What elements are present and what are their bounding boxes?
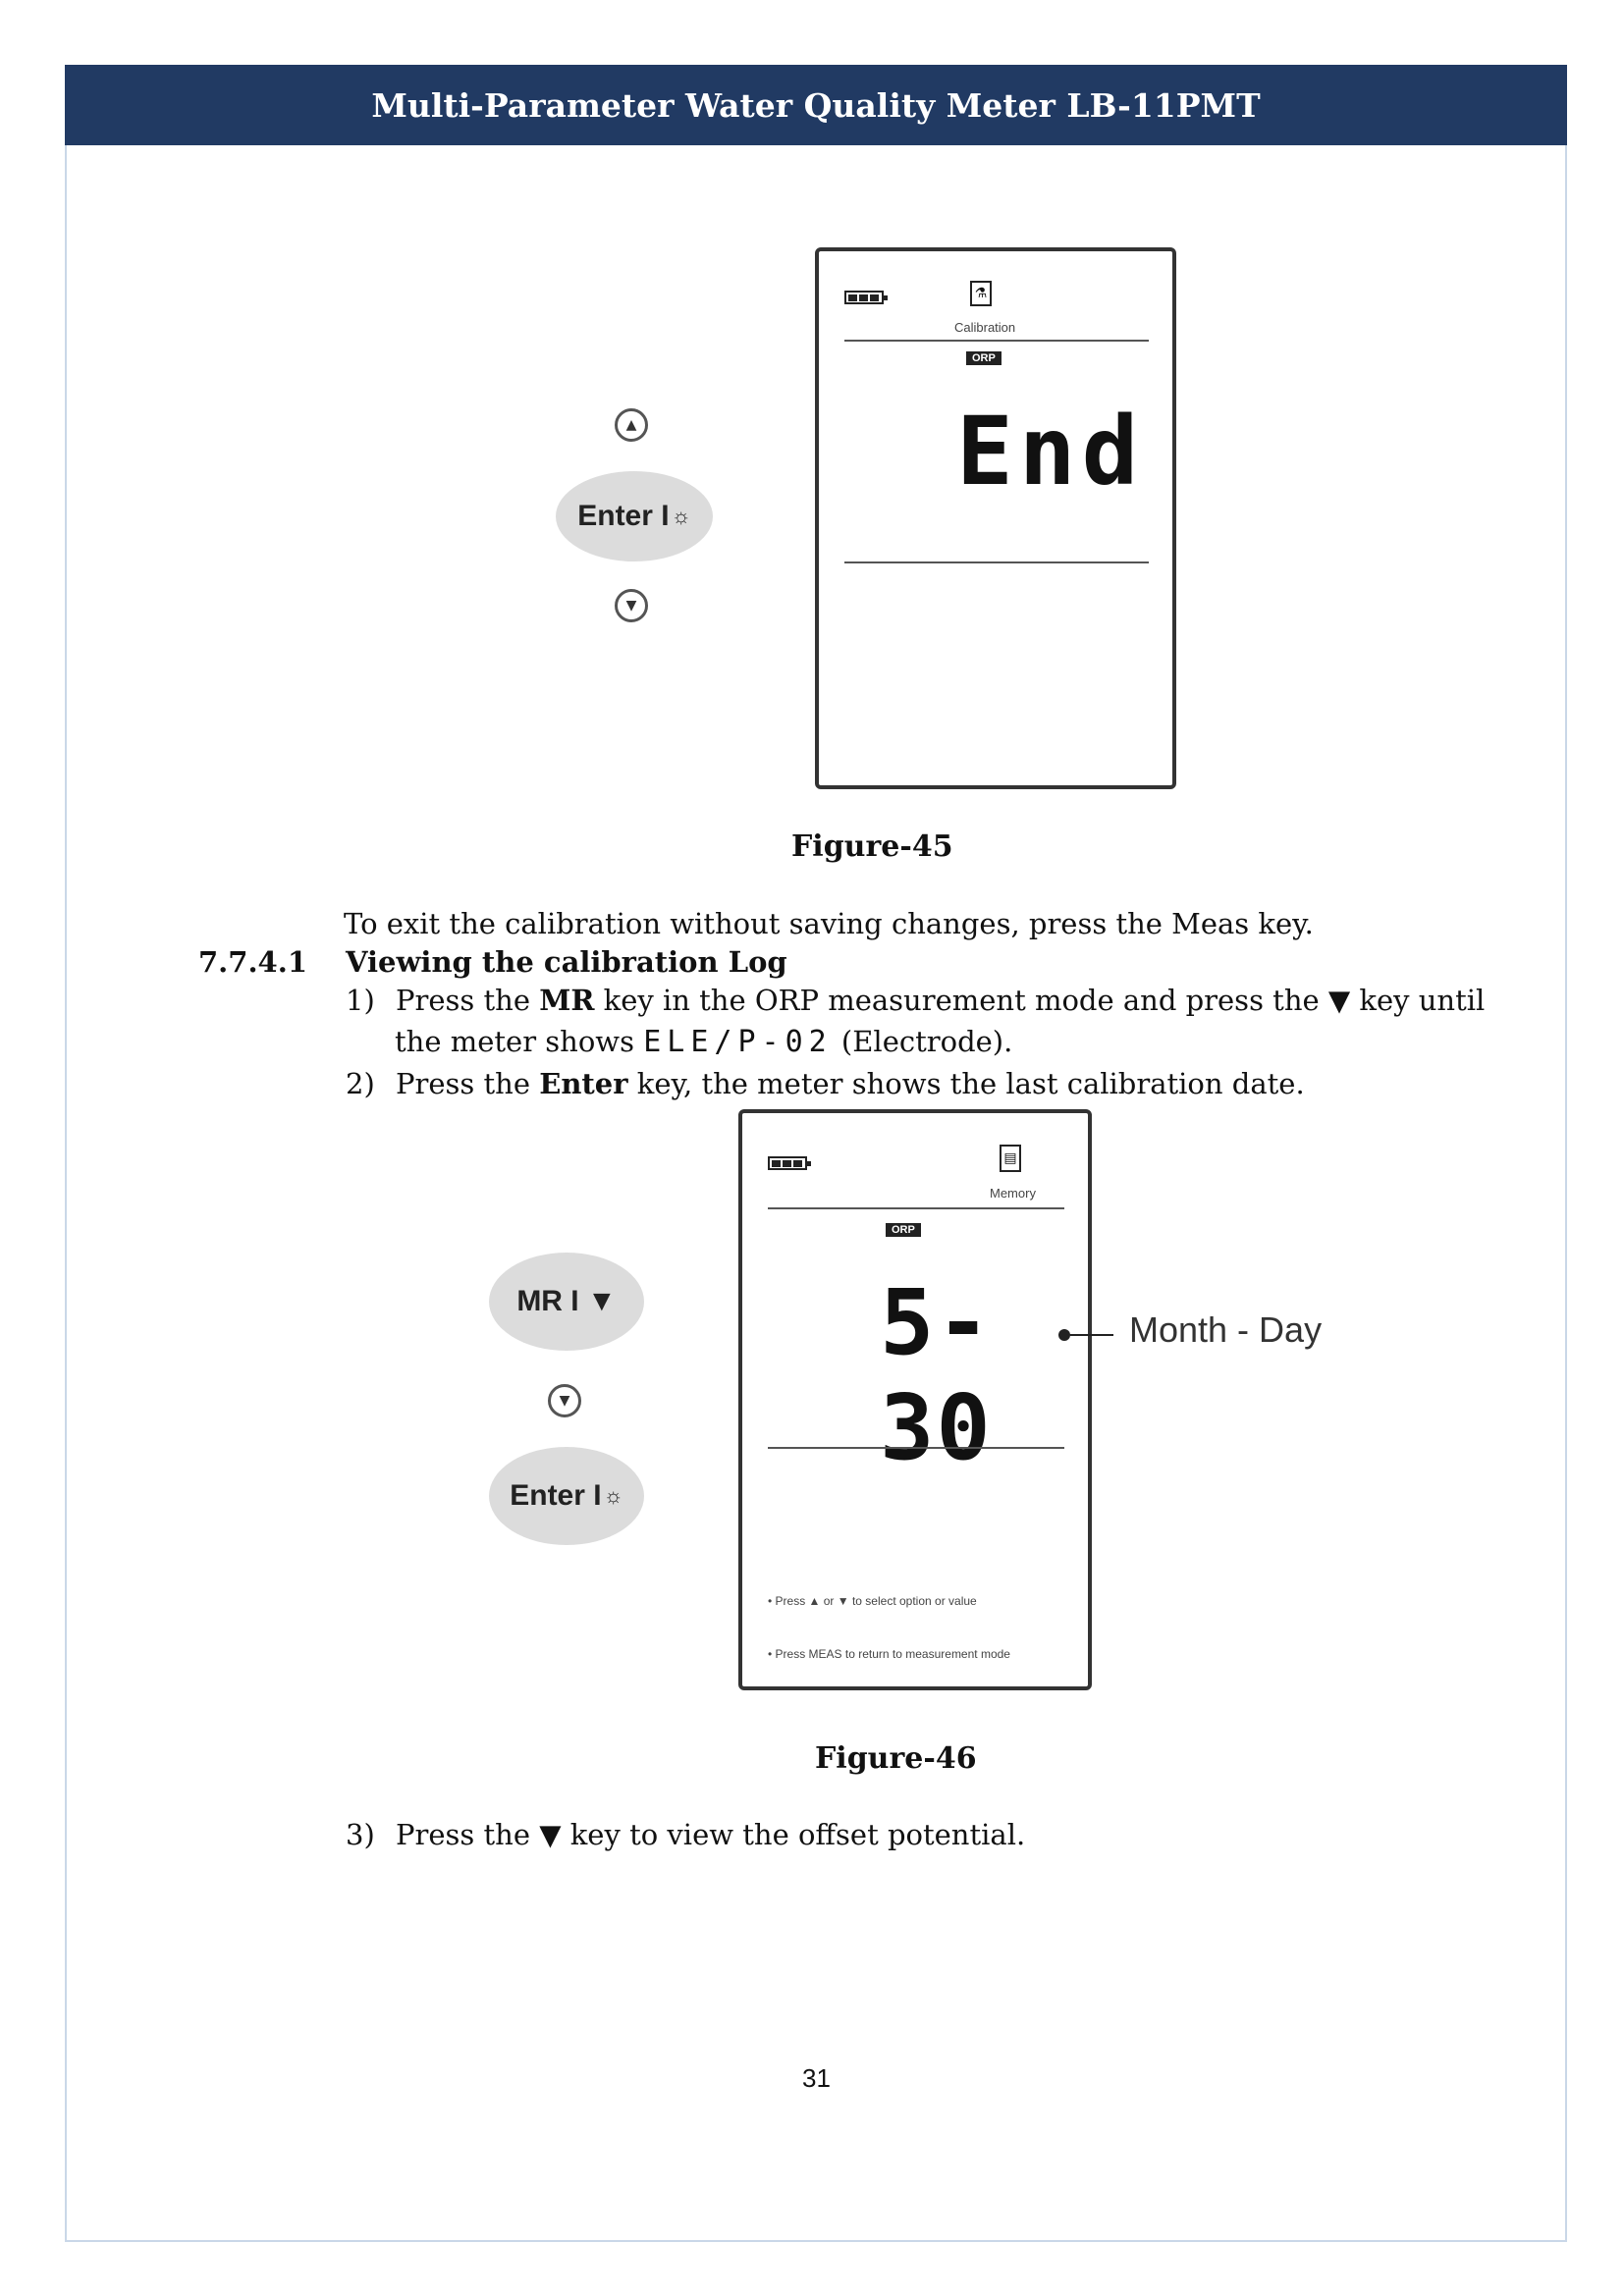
step-3-text: Press the ▼ key to view the offset poten… xyxy=(395,1818,1026,1851)
step-1-continued: the meter shows ELE/P-02 (Electrode). xyxy=(395,1025,1012,1059)
step-1-cont-post: (Electrode). xyxy=(832,1025,1013,1058)
hint-meas: • Press MEAS to return to measurement mo… xyxy=(768,1647,1010,1661)
down-arrow-icon-fig46: ▼ xyxy=(548,1384,581,1417)
battery-icon xyxy=(844,291,888,304)
lcd-code-inline: ELE/P-02 xyxy=(643,1025,833,1059)
step-1-pre: Press the xyxy=(395,984,540,1017)
calibration-label: Calibration xyxy=(954,320,1016,335)
down-arrow-icon: ▼ xyxy=(615,589,648,622)
calibration-icon: ⚗ xyxy=(970,281,992,306)
section-title: Viewing the calibration Log xyxy=(346,945,787,979)
step-1-bold: MR xyxy=(539,984,595,1017)
mr-button: MR I ▼ xyxy=(489,1253,644,1351)
step-1-number: 1) xyxy=(346,984,375,1017)
enter-button-fig45: Enter I ☼ xyxy=(556,471,713,561)
section-number: 7.7.4.1 xyxy=(198,945,308,979)
hint-select: • Press ▲ or ▼ to select option or value xyxy=(768,1594,977,1608)
callout-dot xyxy=(1058,1329,1070,1341)
step-1: 1) Press the MR key in the ORP measureme… xyxy=(346,984,1485,1017)
step-2: 2) Press the Enter key, the meter shows … xyxy=(346,1067,1305,1100)
lcd-display-text: End xyxy=(956,397,1145,507)
mr-button-label: MR I ▼ xyxy=(516,1285,617,1317)
memory-label: Memory xyxy=(990,1186,1036,1201)
orp-tag: ORP xyxy=(886,1223,921,1237)
step-2-bold: Enter xyxy=(539,1067,628,1100)
lcd-top-divider xyxy=(768,1207,1064,1209)
lcd-top-divider xyxy=(844,340,1149,342)
enter-button-label: Enter I xyxy=(577,500,670,532)
figure-45-caption: Figure-45 xyxy=(791,829,953,864)
lcd-bottom-divider xyxy=(768,1447,1064,1449)
lcd-date-display: 5-30 xyxy=(880,1270,993,1480)
orp-tag: ORP xyxy=(966,351,1001,365)
exit-note: To exit the calibration without saving c… xyxy=(344,907,1314,940)
enter-button-fig46: Enter I ☼ xyxy=(489,1447,644,1545)
light-bulb-icon: ☼ xyxy=(671,504,691,528)
lcd-screen-fig45: ⚗ Calibration ORP End xyxy=(815,247,1176,789)
enter-button-label-fig46: Enter I xyxy=(510,1479,602,1512)
step-2-number: 2) xyxy=(346,1067,375,1100)
step-1-post: key in the ORP measurement mode and pres… xyxy=(594,984,1486,1017)
callout-label: Month - Day xyxy=(1129,1309,1323,1350)
step-1-cont-pre: the meter shows xyxy=(395,1025,644,1058)
up-arrow-icon: ▲ xyxy=(615,408,648,442)
memory-icon: ▤ xyxy=(1000,1145,1021,1172)
step-2-pre: Press the xyxy=(395,1067,540,1100)
lcd-screen-fig46: ▤ Memory ORP 5-30 • Press ▲ or ▼ to sele… xyxy=(738,1109,1092,1690)
battery-icon xyxy=(768,1156,811,1170)
callout-line xyxy=(1070,1334,1113,1336)
lcd-bottom-divider xyxy=(844,561,1149,563)
page-number: 31 xyxy=(802,2063,831,2093)
light-bulb-icon: ☼ xyxy=(603,1483,623,1508)
figure-46-caption: Figure-46 xyxy=(815,1741,977,1776)
step-3: 3) Press the ▼ key to view the offset po… xyxy=(346,1818,1025,1851)
step-3-number: 3) xyxy=(346,1818,375,1851)
header-title: Multi-Parameter Water Quality Meter LB-1… xyxy=(371,85,1261,125)
page-header: Multi-Parameter Water Quality Meter LB-1… xyxy=(65,65,1567,145)
step-2-post: key, the meter shows the last calibratio… xyxy=(627,1067,1305,1100)
